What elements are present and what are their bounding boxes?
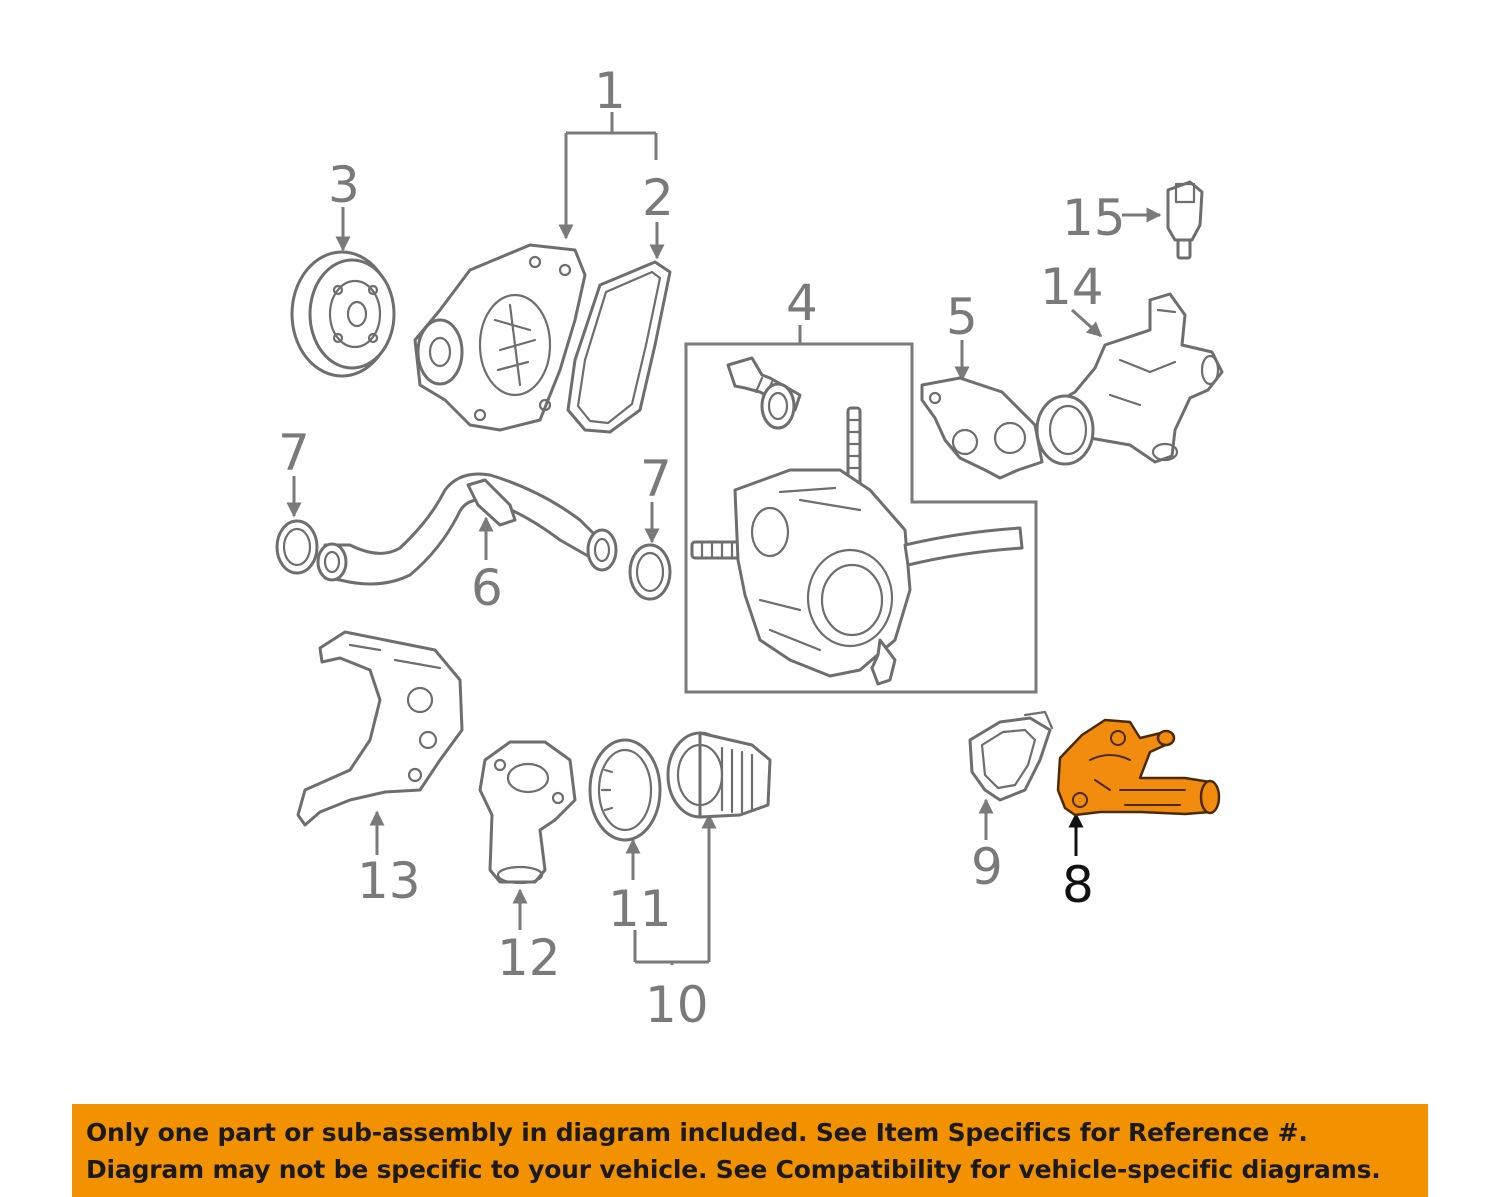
o-ring-right-part: [628, 543, 672, 601]
callout-5: 5: [946, 288, 978, 346]
mounting-bracket-part: [296, 630, 464, 827]
temperature-sensor-part: [1166, 180, 1204, 260]
disclaimer-line-2: Diagram may not be specific to your vehi…: [86, 1155, 1381, 1184]
pulley-part: [290, 250, 396, 378]
parts-diagram: 1 2 3 4 5 6 7 7 8 9 10 11 12 13 14 15: [275, 62, 1224, 1034]
housing-gasket-part: [920, 376, 1044, 480]
outlet-housing-part: [1035, 292, 1224, 466]
leader-lines: [286, 112, 1162, 965]
housing-assembly-part: [690, 356, 1024, 686]
callout-13: 13: [357, 852, 421, 910]
callout-3: 3: [328, 156, 360, 214]
pump-gasket-part: [566, 260, 672, 434]
callout-11: 11: [608, 880, 672, 938]
callout-7-left: 7: [278, 424, 310, 482]
callout-7-right: 7: [640, 450, 672, 508]
callout-labels: 1 2 3 4 5 6 7 7 8 9 10 11 12 13 14 15: [278, 62, 1126, 1034]
assembly-box-4: [684, 342, 1038, 694]
callout-4: 4: [786, 274, 818, 332]
callout-8: 8: [1062, 856, 1094, 914]
disclaimer-line-1: Only one part or sub-assembly in diagram…: [86, 1118, 1308, 1147]
callout-9: 9: [971, 838, 1003, 896]
callout-1: 1: [594, 62, 626, 120]
disclaimer-banner: Only one part or sub-assembly in diagram…: [72, 1104, 1428, 1197]
o-ring-left-part: [275, 519, 319, 575]
callout-15: 15: [1062, 189, 1126, 247]
thermostat-part: [666, 731, 772, 819]
callout-14: 14: [1040, 258, 1104, 316]
callout-12: 12: [497, 929, 561, 987]
callout-6: 6: [471, 559, 503, 617]
water-pipe-part: [316, 472, 618, 586]
highlighted-outlet-part: [1056, 718, 1221, 817]
callout-10: 10: [645, 976, 709, 1034]
water-pump-part: [413, 243, 587, 432]
outlet-gasket-part: [968, 710, 1054, 802]
thermostat-seal-part: [588, 738, 662, 842]
water-inlet-part: [478, 740, 577, 885]
callout-2: 2: [642, 169, 674, 227]
